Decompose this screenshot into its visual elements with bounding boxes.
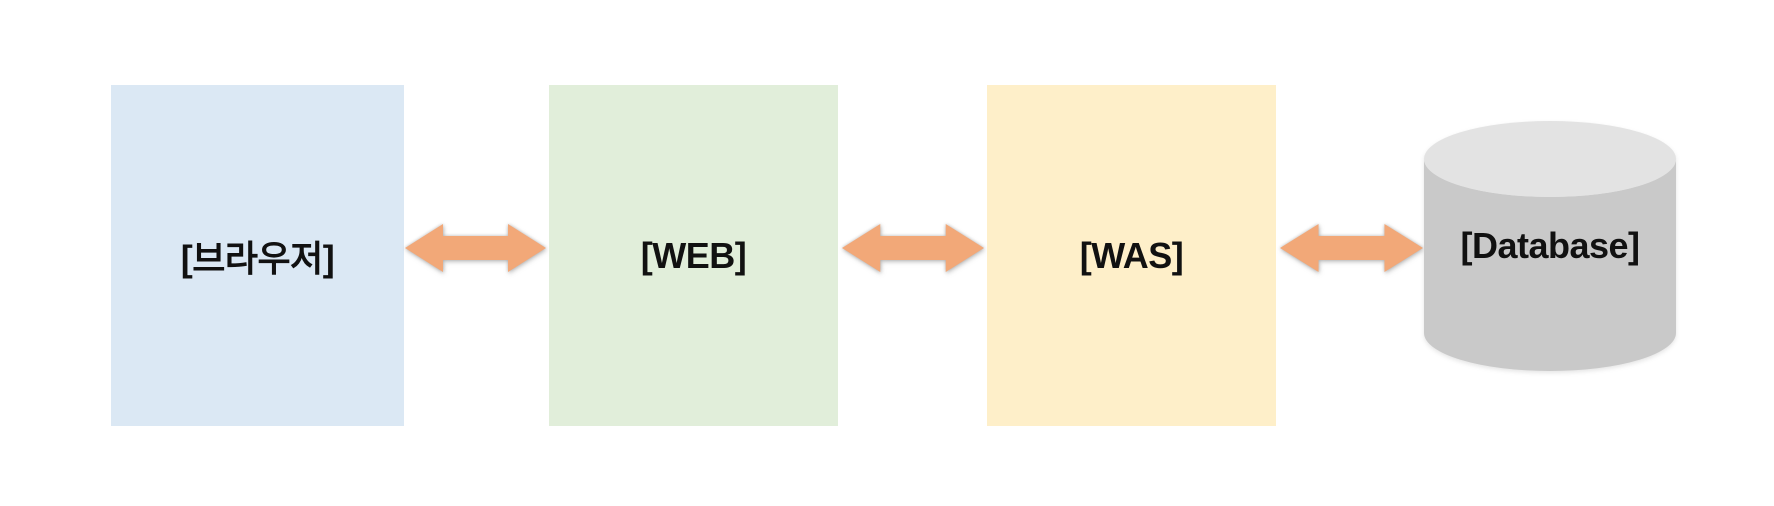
connector-browser-web [405,222,546,274]
web-label: [WEB] [640,234,747,276]
browser-label: [브라우저] [180,237,335,279]
connector-web-was [842,222,984,274]
was-label: [WAS] [1079,234,1184,276]
database-label: [Database] [1460,225,1640,266]
double-arrow-icon [842,224,984,272]
database-cylinder: [Database] [1423,120,1677,372]
double-arrow-shape [1280,224,1423,272]
browser-box: [브라우저] [111,85,404,426]
double-arrow-icon [405,224,546,272]
web-box: [WEB] [549,85,838,426]
cylinder-icon [1424,121,1676,371]
double-arrow-icon [1280,224,1423,272]
double-arrow-shape [842,224,984,272]
connector-was-database [1280,222,1423,274]
double-arrow-shape [405,224,546,272]
was-box: [WAS] [987,85,1276,426]
cylinder-top [1424,121,1676,197]
cylinder-body [1424,159,1676,371]
